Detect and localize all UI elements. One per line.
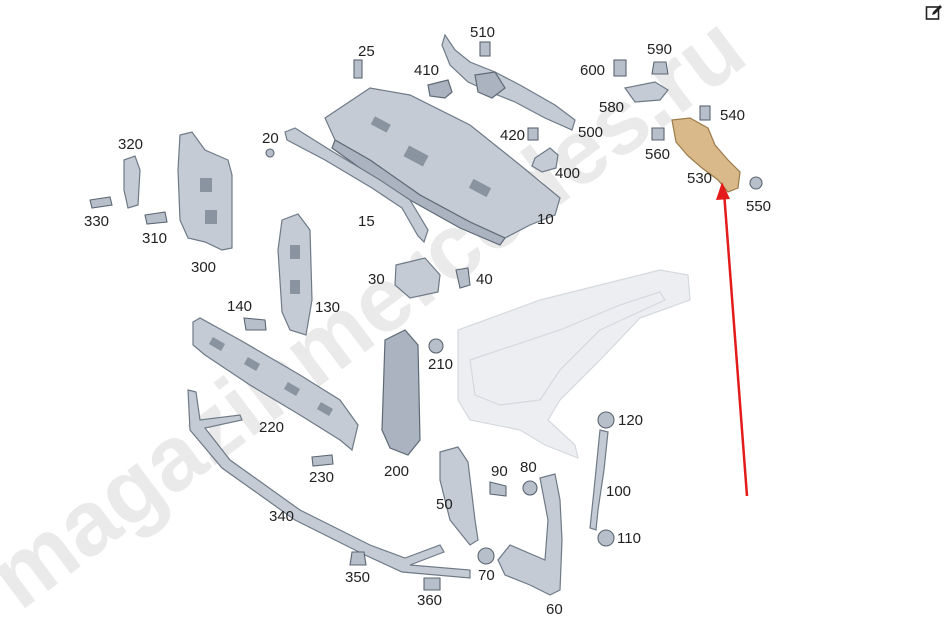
callout-50[interactable]: 50 [436,496,453,513]
fastener-110[interactable] [597,529,615,547]
callout-210[interactable]: 210 [428,356,453,373]
callout-550[interactable]: 550 [746,198,771,215]
callout-60[interactable]: 60 [546,601,563,618]
callout-540[interactable]: 540 [720,107,745,124]
callout-590[interactable]: 590 [647,41,672,58]
callout-140[interactable]: 140 [227,298,252,315]
callout-580[interactable]: 580 [599,99,624,116]
fastener-230[interactable] [311,454,334,467]
part-10-main-panel[interactable] [324,87,561,246]
callout-15[interactable]: 15 [358,213,375,230]
fastener-140[interactable] [243,317,267,331]
fastener-330[interactable] [89,196,113,209]
callout-25[interactable]: 25 [358,43,375,60]
callout-130[interactable]: 130 [315,299,340,316]
part-320-bracket[interactable] [123,155,141,209]
callout-10[interactable]: 10 [537,211,554,228]
callout-350[interactable]: 350 [345,569,370,586]
part-530-highlighted[interactable] [671,117,741,193]
part-340-lower-bar[interactable] [187,389,471,579]
callout-labels: 10 15 20 25 30 40 50 60 70 80 90 100 110… [84,24,771,618]
callout-40[interactable]: 40 [476,271,493,288]
ghost-front-structure [457,269,691,459]
callout-300[interactable]: 300 [191,259,216,276]
callout-340[interactable]: 340 [269,508,294,525]
callout-20[interactable]: 20 [262,130,279,147]
part-100-rod[interactable] [589,429,609,531]
callout-400[interactable]: 400 [555,165,580,182]
fastener-350[interactable] [349,551,367,566]
part-580-bracket[interactable] [623,81,669,103]
callout-530[interactable]: 530 [687,170,712,187]
callout-220[interactable]: 220 [259,419,284,436]
fastener-550[interactable] [749,176,763,190]
callout-560[interactable]: 560 [645,146,670,163]
fastener-590[interactable] [651,61,669,75]
callout-230[interactable]: 230 [309,469,334,486]
callout-310[interactable]: 310 [142,230,167,247]
callout-100[interactable]: 100 [606,483,631,500]
callout-420[interactable]: 420 [500,127,525,144]
fastener-25[interactable] [353,59,363,79]
fastener-120[interactable] [597,411,615,429]
part-500-bracket[interactable] [441,33,576,131]
fastener-70[interactable] [477,547,495,565]
callout-360[interactable]: 360 [417,592,442,609]
fasteners [89,41,763,591]
fastener-600[interactable] [613,59,627,77]
fastener-360[interactable] [423,577,441,591]
fastener-510[interactable] [479,41,491,57]
callout-500[interactable]: 500 [578,124,603,141]
callout-30[interactable]: 30 [368,271,385,288]
fastener-420[interactable] [527,127,539,141]
callout-110[interactable]: 110 [617,530,641,547]
edit-icon[interactable] [925,4,943,22]
callout-120[interactable]: 120 [618,412,643,429]
fastener-310[interactable] [144,211,168,225]
part-410[interactable] [427,79,453,99]
fastener-20[interactable] [265,148,275,158]
fastener-210[interactable] [428,338,444,354]
callout-90[interactable]: 90 [491,463,508,480]
part-15-rail[interactable] [284,127,429,244]
callout-80[interactable]: 80 [520,459,537,476]
part-400[interactable] [531,147,559,173]
callout-320[interactable]: 320 [118,136,143,153]
part-300-side-bracket[interactable] [177,131,233,251]
part-50-bracket[interactable] [439,446,479,546]
fastener-90[interactable] [489,481,507,497]
part-60-bracket[interactable] [497,473,563,596]
callout-600[interactable]: 600 [580,62,605,79]
fastener-560[interactable] [651,127,665,141]
part-130-vertical-member[interactable] [277,213,313,336]
part-30-block[interactable] [394,257,441,299]
part-220-cross-member[interactable] [192,317,359,452]
part-200-post[interactable] [381,329,421,456]
callout-70[interactable]: 70 [478,567,495,584]
fastener-40[interactable] [455,267,471,289]
callout-510[interactable]: 510 [470,24,495,41]
callout-200[interactable]: 200 [384,463,409,480]
highlight-arrow [716,182,749,497]
callout-330[interactable]: 330 [84,213,109,230]
fastener-540[interactable] [699,105,711,121]
fastener-80[interactable] [522,480,538,496]
callout-410[interactable]: 410 [414,62,439,79]
